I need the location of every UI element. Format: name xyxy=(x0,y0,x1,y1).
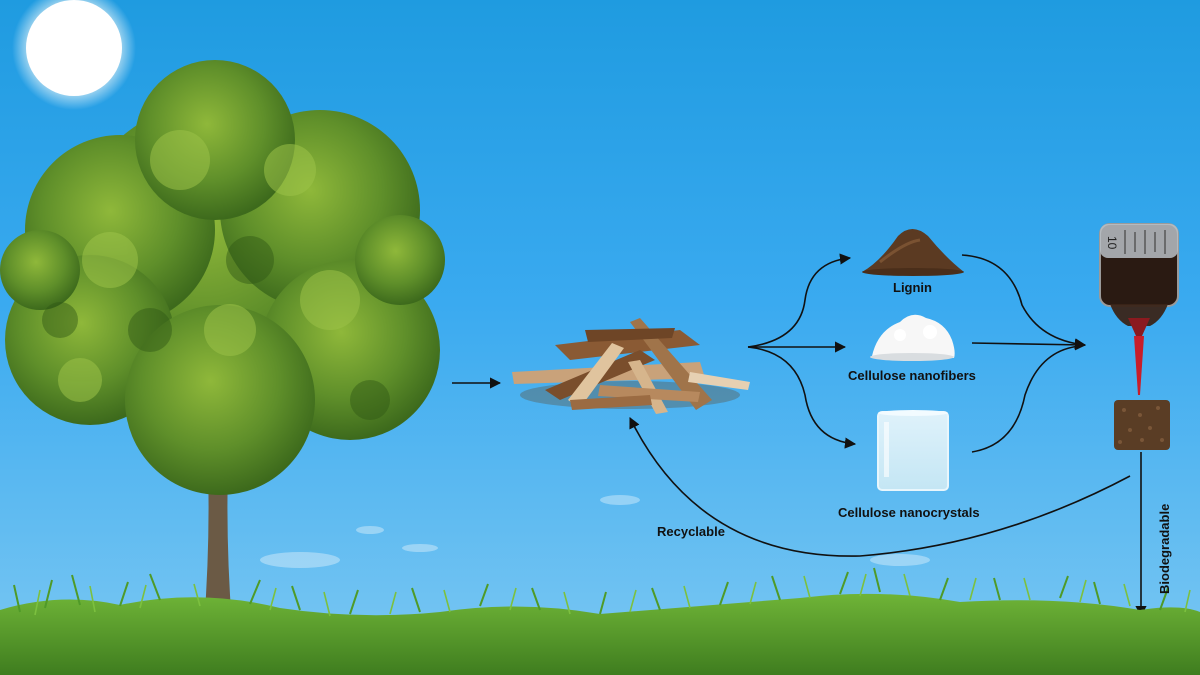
lignin-label: Lignin xyxy=(893,280,932,295)
tree-icon xyxy=(0,60,445,625)
cellulose-nanocrystals-label: Cellulose nanocrystals xyxy=(838,505,980,520)
arrow-chips-to-nanocrystals xyxy=(747,346,857,449)
sun-icon xyxy=(12,0,136,110)
lignin-powder-icon xyxy=(862,229,964,276)
arrow-recyclable xyxy=(629,416,1131,557)
arrow-nanocrystals-to-ink xyxy=(971,345,1081,453)
arrows xyxy=(452,253,1147,618)
wood-chips-icon xyxy=(512,318,750,414)
cellulose-nanofibers-label: Cellulose nanofibers xyxy=(848,368,976,383)
biodegradable-label: Biodegradable xyxy=(1157,503,1172,594)
clouds xyxy=(260,495,930,568)
recyclable-label: Recyclable xyxy=(657,524,725,539)
arrow-chips-to-lignin xyxy=(747,253,852,348)
arrow-lignin-to-ink xyxy=(961,254,1087,350)
printed-cube-icon xyxy=(1114,400,1170,450)
grass-icon xyxy=(0,567,1200,675)
arrow-nanofibers-to-ink xyxy=(971,339,1087,351)
syringe-icon: 10 xyxy=(1099,223,1179,395)
nanofiber-pile-icon xyxy=(870,314,955,361)
nanocrystal-beaker-icon xyxy=(877,410,949,491)
syringe-scale-mark: 10 xyxy=(1105,236,1119,250)
